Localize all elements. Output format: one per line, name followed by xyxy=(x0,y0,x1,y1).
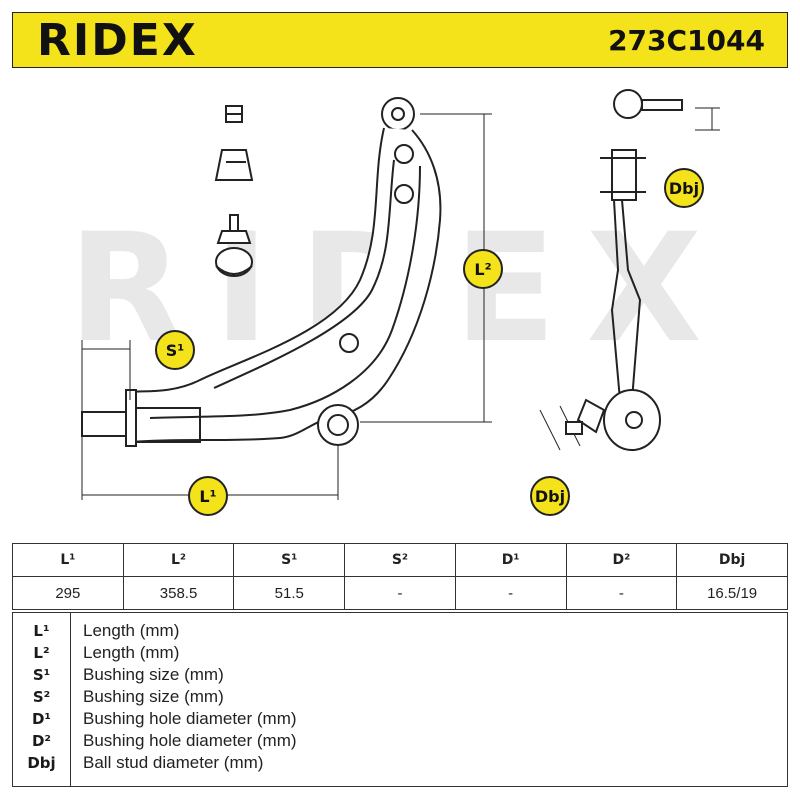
col-header: L¹ xyxy=(12,543,124,577)
legend-divider xyxy=(70,613,71,786)
legend-row: L² Length (mm) xyxy=(13,642,787,664)
badge-s1: S¹ xyxy=(155,330,195,370)
technical-drawing: RIDEX xyxy=(68,89,720,500)
legend-description: Bushing size (mm) xyxy=(83,665,224,684)
legend-row: D² Bushing hole diameter (mm) xyxy=(13,730,787,752)
brand-logo: RIDEX xyxy=(37,15,198,66)
legend-box: L¹ Length (mm) L² Length (mm) S¹ Bushing… xyxy=(12,612,788,787)
legend-symbol: Dbj xyxy=(27,754,56,772)
badge-l1: L¹ xyxy=(188,476,228,516)
col-header: D² xyxy=(565,543,678,577)
spec-value: - xyxy=(344,576,456,610)
specs-table: L¹ L² S¹ S² D¹ D² Dbj 295 358.5 51.5 - -… xyxy=(12,543,788,610)
legend-row: D¹ Bushing hole diameter (mm) xyxy=(13,708,787,730)
legend-description: Bushing hole diameter (mm) xyxy=(83,731,297,750)
specs-value-row: 295 358.5 51.5 - - - 16.5/19 xyxy=(12,576,788,610)
specs-header-row: L¹ L² S¹ S² D¹ D² Dbj xyxy=(12,543,788,577)
legend-description: Length (mm) xyxy=(83,621,180,640)
part-number: 273C1044 xyxy=(608,24,765,57)
col-header: D¹ xyxy=(454,543,567,577)
nut-icon xyxy=(225,105,243,123)
spec-value: 358.5 xyxy=(122,576,235,610)
badge-dbj-top: Dbj xyxy=(664,168,704,208)
badge-dbj-bottom: Dbj xyxy=(530,476,570,516)
badge-l2: L² xyxy=(463,249,503,289)
spec-value: 51.5 xyxy=(233,576,346,610)
legend-description: Ball stud diameter (mm) xyxy=(83,753,264,772)
legend-symbol: L¹ xyxy=(33,622,50,640)
spec-value: - xyxy=(565,576,678,610)
legend-row: Dbj Ball stud diameter (mm) xyxy=(13,752,787,774)
col-header: S² xyxy=(344,543,456,577)
legend-row: L¹ Length (mm) xyxy=(13,620,787,642)
spec-value: 295 xyxy=(12,576,124,610)
col-header: S¹ xyxy=(233,543,346,577)
control-arm-front xyxy=(81,97,442,447)
legend-row: S² Bushing size (mm) xyxy=(13,686,787,708)
legend-symbol: L² xyxy=(33,644,50,662)
header-banner: RIDEX 273C1044 xyxy=(12,12,788,68)
col-header: L² xyxy=(122,543,235,577)
col-header: Dbj xyxy=(676,543,788,577)
legend-symbol: S¹ xyxy=(32,666,51,684)
legend-description: Bushing hole diameter (mm) xyxy=(83,709,297,728)
bushing-cap-icon xyxy=(214,149,254,181)
legend-symbol: D¹ xyxy=(31,710,52,728)
legend-row: S¹ Bushing size (mm) xyxy=(13,664,787,686)
legend-symbol: S² xyxy=(32,688,51,706)
spec-value: - xyxy=(454,576,567,610)
ball-joint-icon xyxy=(215,214,253,277)
legend-description: Bushing size (mm) xyxy=(83,687,224,706)
legend-symbol: D² xyxy=(31,732,52,750)
legend-description: Length (mm) xyxy=(83,643,180,662)
spec-value: 16.5/19 xyxy=(676,576,788,610)
control-arm-side xyxy=(565,89,683,451)
